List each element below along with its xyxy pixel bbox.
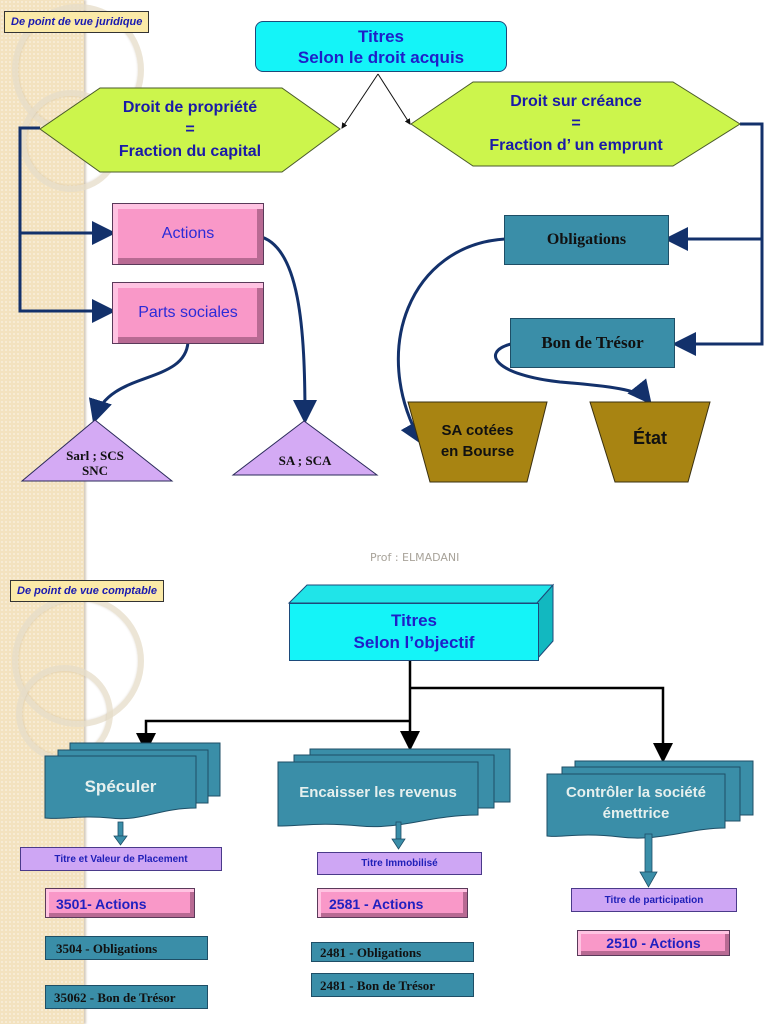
account-2481-bon-de-tresor: 2481 - Bon de Trésor <box>311 973 474 997</box>
connector-left-bracket <box>18 126 116 323</box>
tri-sarl-line1: Sarl ; SCS <box>66 448 124 463</box>
root-line2: Selon le droit acquis <box>297 47 465 67</box>
tri-sa-label: SA ; SCA <box>278 453 332 468</box>
objective-encaisser-label: Encaisser les revenus <box>299 783 457 801</box>
trapezoid-sa-cotees-text: SA cotées en Bourse <box>420 420 535 462</box>
box-obligations: Obligations <box>504 215 669 265</box>
category-participation: Titre de participation <box>571 888 737 912</box>
connector-parts-sarl <box>88 341 190 424</box>
hex-left-line2: = <box>185 121 195 138</box>
trap-sa-line2: en Bourse <box>440 443 515 460</box>
triangle-sa <box>231 420 379 476</box>
multidoc-speculer <box>44 742 221 820</box>
hex-left-line3: Fraction du capital <box>118 143 262 160</box>
author-footer: Prof : ELMADANI <box>370 551 460 564</box>
account-label: 3504 - Obligations <box>56 941 158 956</box>
trapezoid-sa-cotees <box>407 401 548 483</box>
connector-root-right <box>377 73 411 125</box>
hex-right-line1: Droit sur créance <box>510 93 642 110</box>
hex-right-line3: Fraction d’ un emprunt <box>489 137 663 154</box>
account-3504-obligations: 3504 - Obligations <box>45 936 208 960</box>
account-label: 2510 - Actions <box>606 935 701 951</box>
root2-line2: Selon l’objectif <box>353 633 475 652</box>
account-35062-bon-de-tresor: 35062 - Bon de Trésor <box>45 985 208 1009</box>
root-node-titres-objectif: Titres Selon l’objectif <box>289 603 539 661</box>
account-label: 2481 - Bon de Trésor <box>320 978 436 993</box>
connector-actions-sa <box>257 234 317 424</box>
category-immobilise-label: Titre Immobilisé <box>361 858 438 869</box>
category-participation-label: Titre de participation <box>604 894 704 906</box>
connector-obligations-sacotees <box>396 237 506 446</box>
trapezoid-etat <box>589 401 711 483</box>
connector-right-bracket <box>672 122 764 356</box>
objective-controler-line2: émettrice <box>602 805 670 822</box>
objective-controler-line1: Contrôler la société <box>565 784 707 801</box>
category-placement-label: Titre et Valeur de Placement <box>54 853 188 865</box>
connector-horizontal-right <box>410 686 673 763</box>
box3d-top <box>287 584 555 604</box>
box-parts-sociales: Parts sociales <box>112 282 264 344</box>
objective-speculer-label: Spéculer <box>84 776 157 796</box>
account-label: 2481 - Obligations <box>320 945 422 960</box>
connector-horizontal-left <box>136 719 410 753</box>
hexagon-left-text: Droit de propriété = Fraction du capital <box>80 90 300 170</box>
account-3501-actions: 3501- Actions <box>45 888 195 918</box>
account-2581-actions: 2581 - Actions <box>317 888 468 918</box>
root-node-titres-droit: Titres Selon le droit acquis <box>255 21 507 72</box>
trapezoid-etat-text: État <box>600 428 700 449</box>
category-placement: Titre et Valeur de Placement <box>20 847 222 871</box>
multidoc-encaisser <box>277 748 511 828</box>
triangle-sarl-text: Sarl ; SCS SNC <box>40 448 150 478</box>
connector-bon-etat <box>494 342 652 405</box>
box-obligations-label: Obligations <box>546 231 627 248</box>
objective-speculer: Spéculer <box>45 762 196 810</box>
box-bon-de-tresor: Bon de Trésor <box>510 318 675 368</box>
box-actions: Actions <box>112 203 264 265</box>
hexagon-droit-creance <box>410 81 741 167</box>
trap-sa-line1: SA cotées <box>441 422 514 439</box>
section-tag-comptable: De point de vue comptable <box>10 580 164 602</box>
block-arrow-col2 <box>391 821 406 850</box>
box-actions-label: Actions <box>161 225 215 242</box>
root2-line1: Titres <box>391 611 437 630</box>
hexagon-right-text: Droit sur créance = Fraction d’ un empru… <box>460 84 692 164</box>
multidoc-controler <box>546 760 754 839</box>
triangle-sa-text: SA ; SCA <box>250 453 360 469</box>
objective-controler: Contrôler la société émettrice <box>547 778 725 828</box>
account-label: 3501- Actions <box>56 896 147 912</box>
account-label: 35062 - Bon de Trésor <box>54 990 176 1005</box>
trap-etat-label: État <box>632 428 667 448</box>
category-immobilise: Titre Immobilisé <box>317 852 482 875</box>
root-line1: Titres <box>358 26 404 46</box>
box-bon-de-tresor-label: Bon de Trésor <box>541 333 644 352</box>
connector-root-left <box>341 73 379 129</box>
tri-sarl-line2: SNC <box>81 463 108 478</box>
account-2481-obligations: 2481 - Obligations <box>311 942 474 962</box>
objective-encaisser: Encaisser les revenus <box>278 768 478 816</box>
section-tag-juridique: De point de vue juridique <box>4 11 150 33</box>
triangle-sarl <box>20 419 174 482</box>
hexagon-droit-propriete <box>39 87 341 173</box>
hex-left-line1: Droit de propriété <box>122 99 258 116</box>
box-parts-sociales-label: Parts sociales <box>138 304 238 321</box>
hex-right-line2: = <box>571 115 581 132</box>
account-label: 2581 - Actions <box>329 896 424 912</box>
account-2510-actions: 2510 - Actions <box>577 930 730 956</box>
block-arrow-col1 <box>113 821 128 846</box>
block-arrow-col3 <box>639 833 658 888</box>
